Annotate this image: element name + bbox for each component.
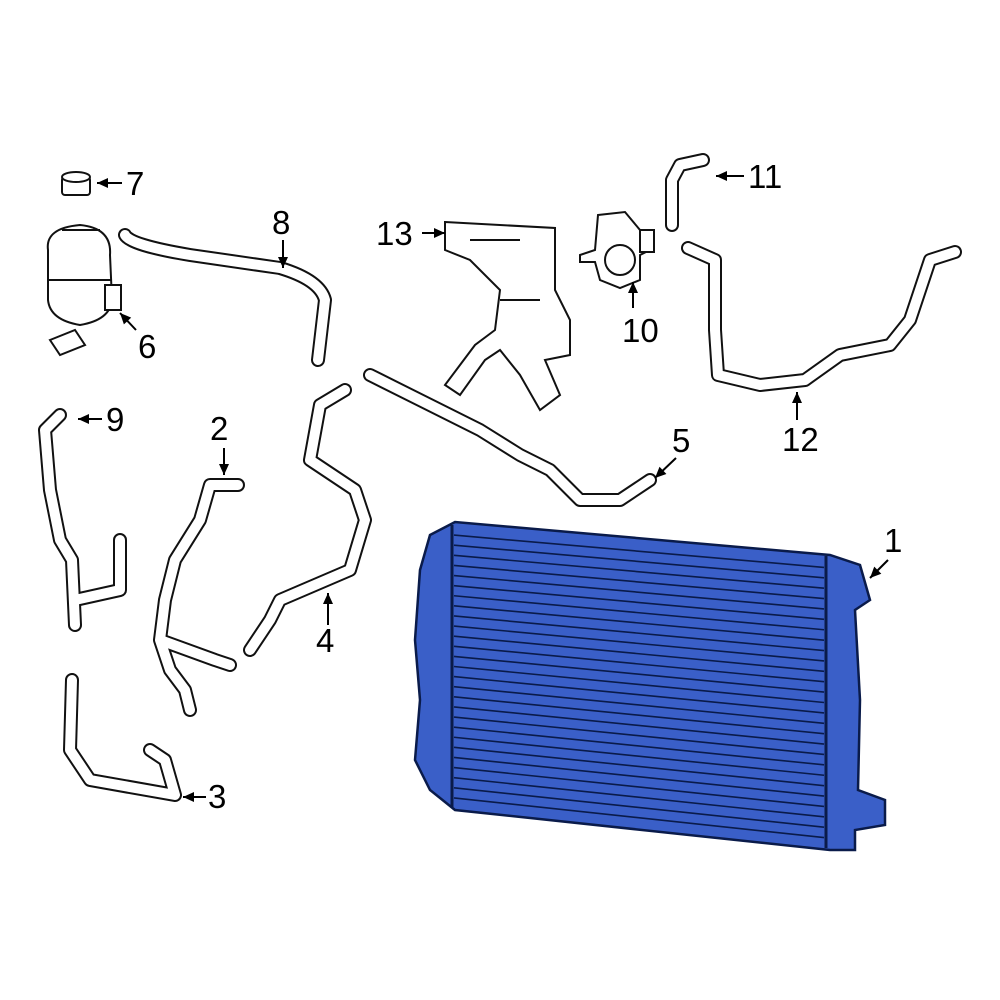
hose-2[interactable] xyxy=(153,478,245,717)
radiator-fin xyxy=(453,675,825,714)
hose-4[interactable] xyxy=(243,383,372,657)
radiator-fin xyxy=(453,726,825,766)
hoses xyxy=(38,153,962,802)
radiator-fin xyxy=(453,696,825,735)
callout-9[interactable]: 9 xyxy=(78,401,124,438)
callout-label: 3 xyxy=(208,778,226,815)
arrowhead-icon xyxy=(792,392,802,403)
arrowhead-icon xyxy=(434,228,445,238)
radiator-fin xyxy=(453,756,825,797)
callout-label: 2 xyxy=(210,410,228,447)
callout-8[interactable]: 8 xyxy=(272,204,290,268)
radiator-fin xyxy=(453,605,825,641)
callout-label: 5 xyxy=(672,422,690,459)
radiator-fin xyxy=(453,554,825,589)
water-pump[interactable] xyxy=(579,210,655,290)
coolant-reservoir[interactable] xyxy=(46,223,122,357)
callout-10[interactable]: 10 xyxy=(622,282,659,349)
radiator-fin xyxy=(453,645,825,683)
arrowhead-icon xyxy=(716,171,727,181)
callout-label: 6 xyxy=(138,328,156,365)
arrowhead-icon xyxy=(870,566,882,578)
radiator-fin xyxy=(453,655,825,693)
callout-label: 11 xyxy=(748,158,782,195)
radiator-fin xyxy=(453,584,825,621)
arrowhead-icon xyxy=(278,257,288,268)
callout-label: 12 xyxy=(782,421,819,458)
reservoir-cap[interactable] xyxy=(61,171,91,196)
arrowhead-icon xyxy=(323,593,333,604)
bracket[interactable] xyxy=(443,220,571,412)
callout-label: 13 xyxy=(376,215,413,252)
radiator-fin xyxy=(453,736,825,777)
radiator-fin xyxy=(453,716,825,756)
radiator-fin xyxy=(453,564,825,600)
callout-3[interactable]: 3 xyxy=(183,778,226,815)
callout-7[interactable]: 7 xyxy=(97,165,144,202)
callout-label: 1 xyxy=(884,522,902,559)
callout-label: 9 xyxy=(106,401,124,438)
radiator-fin xyxy=(453,594,825,631)
callout-label: 7 xyxy=(126,165,144,202)
radiator-fin xyxy=(453,685,825,725)
radiator-fin xyxy=(453,776,825,818)
radiator-fin xyxy=(453,786,825,829)
callout-4[interactable]: 4 xyxy=(316,593,334,659)
radiator-fin xyxy=(453,615,825,652)
arrowhead-icon xyxy=(120,313,132,325)
arrowhead-icon xyxy=(219,464,229,475)
hose-3[interactable] xyxy=(63,673,182,802)
arrowhead-icon xyxy=(183,792,194,802)
callout-12[interactable]: 12 xyxy=(782,392,819,458)
callout-11[interactable]: 11 xyxy=(716,158,782,195)
radiator-fins xyxy=(453,534,825,839)
radiator-fin xyxy=(453,534,825,569)
callout-5[interactable]: 5 xyxy=(654,422,690,479)
radiator-fin xyxy=(453,746,825,787)
arrowhead-icon xyxy=(78,414,89,424)
radiator-fin xyxy=(453,797,825,839)
callout-label: 4 xyxy=(316,622,334,659)
callout-label: 8 xyxy=(272,204,290,241)
hose-5[interactable] xyxy=(363,368,657,507)
hose-12[interactable] xyxy=(681,241,962,392)
arrowhead-icon xyxy=(655,466,667,478)
hose-9[interactable] xyxy=(38,408,127,632)
radiator-fin xyxy=(453,706,825,745)
radiator-fin xyxy=(453,665,825,704)
radiator[interactable] xyxy=(413,520,887,852)
callout-6[interactable]: 6 xyxy=(119,312,156,365)
arrowhead-icon xyxy=(628,282,638,293)
hose-11[interactable] xyxy=(665,153,710,232)
radiator-fin xyxy=(453,574,825,610)
radiator-fin xyxy=(453,635,825,673)
arrowhead-icon xyxy=(97,178,108,188)
callout-label: 10 xyxy=(622,312,659,349)
radiator-fin xyxy=(453,625,825,662)
callout-1[interactable]: 1 xyxy=(869,522,902,579)
callout-13[interactable]: 13 xyxy=(376,215,445,252)
radiator-fin xyxy=(453,766,825,808)
radiator-fin xyxy=(453,544,825,579)
callout-2[interactable]: 2 xyxy=(210,410,229,475)
hose-8[interactable] xyxy=(118,228,332,367)
